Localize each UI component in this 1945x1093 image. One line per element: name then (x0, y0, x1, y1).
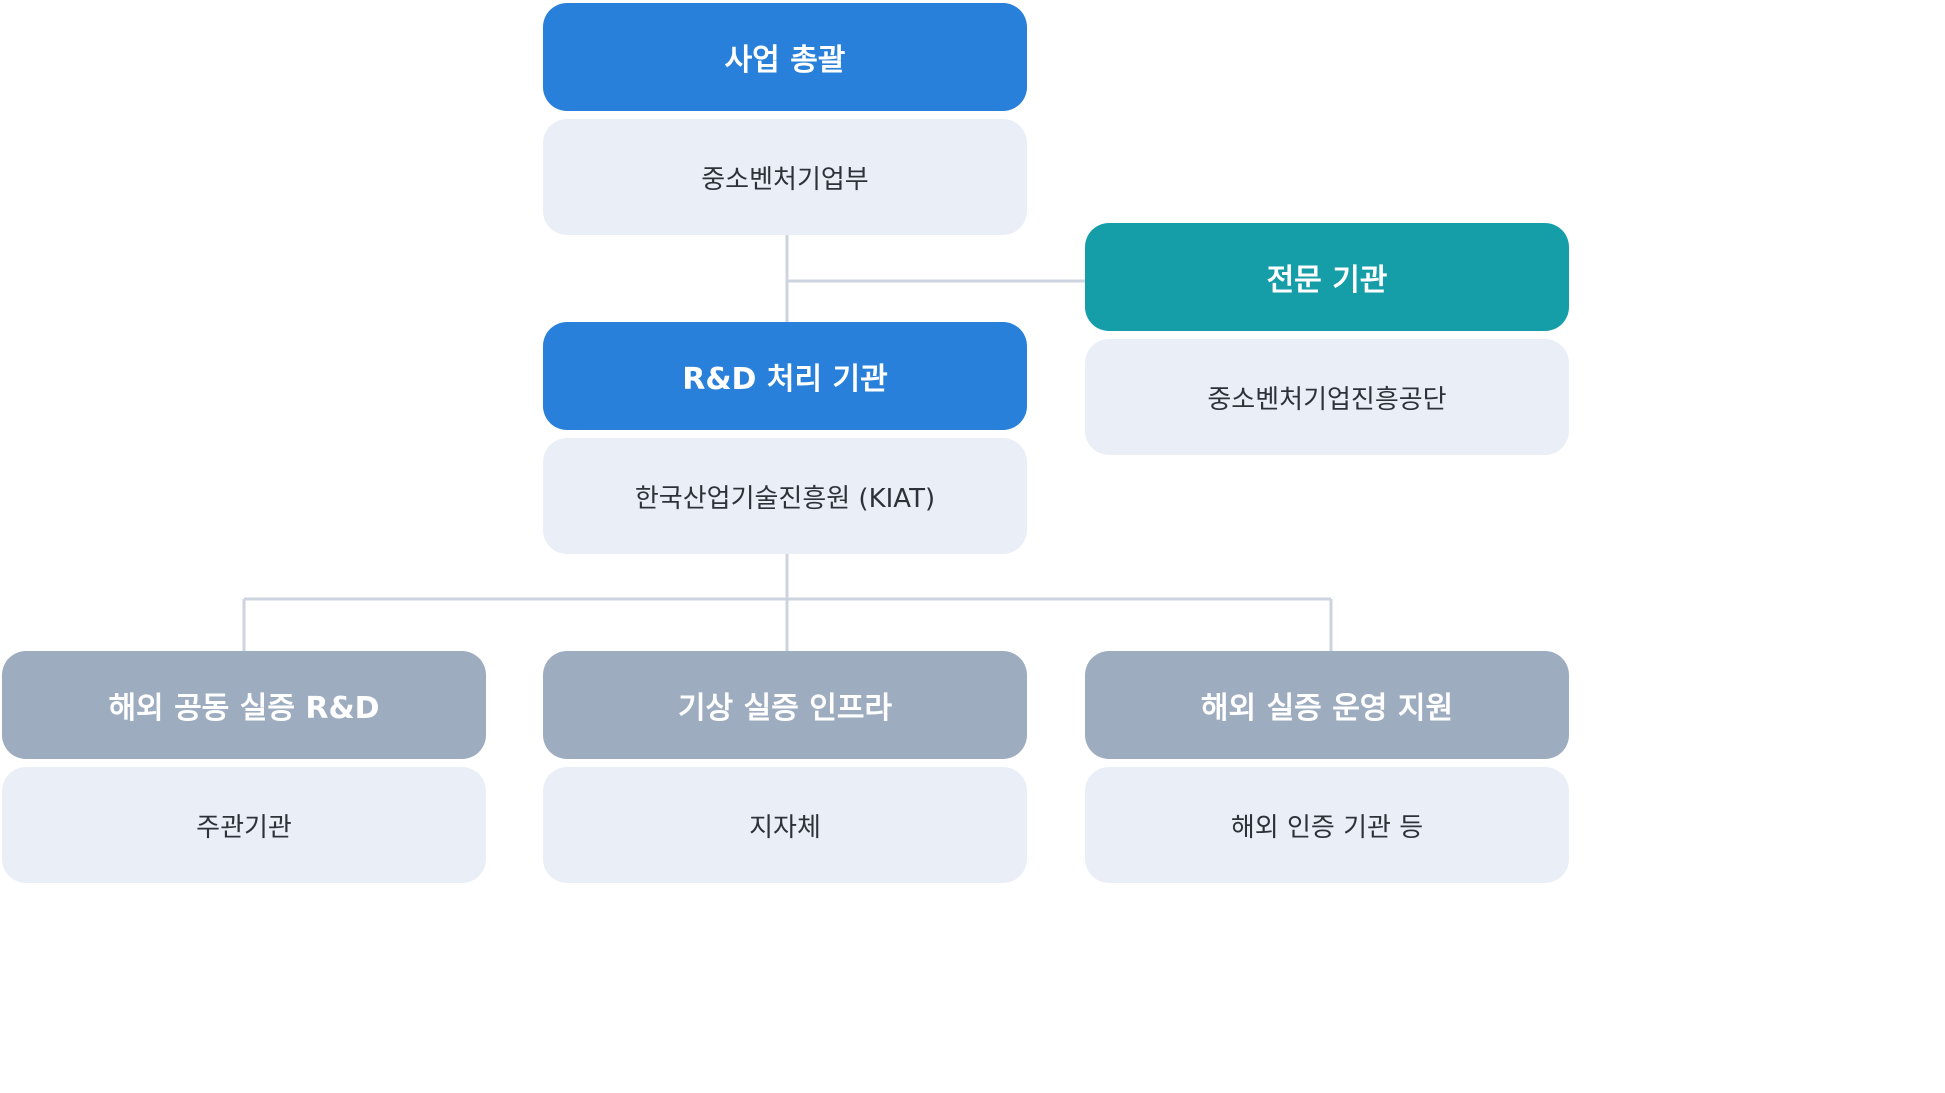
node-rd-agency-org: 한국산업기술진흥원 (KIAT) (543, 438, 1027, 554)
node-rd-agency-title: R&D 처리 기관 (543, 322, 1027, 430)
node-branch-overseas-rd: 해외 공동 실증 R&D 주관기관 (2, 651, 486, 883)
branch-org: 지자체 (543, 767, 1027, 883)
connector-lines (242, 233, 1333, 651)
node-specialist-agency-title: 전문 기관 (1085, 223, 1569, 331)
node-rd-agency: R&D 처리 기관 한국산업기술진흥원 (KIAT) (543, 322, 1027, 554)
branch-title: 해외 공동 실증 R&D (2, 651, 486, 759)
node-specialist-agency-org: 중소벤처기업진흥공단 (1085, 339, 1569, 455)
node-business-management-title: 사업 총괄 (543, 3, 1027, 111)
node-branch-operation-support: 해외 실증 운영 지원 해외 인증 기관 등 (1085, 651, 1569, 883)
branch-title: 기상 실증 인프라 (543, 651, 1027, 759)
node-branch-weather-infra: 기상 실증 인프라 지자체 (543, 651, 1027, 883)
branch-title: 해외 실증 운영 지원 (1085, 651, 1569, 759)
node-business-management-org: 중소벤처기업부 (543, 119, 1027, 235)
branch-org: 해외 인증 기관 등 (1085, 767, 1569, 883)
node-business-management: 사업 총괄 중소벤처기업부 (543, 3, 1027, 235)
branch-org: 주관기관 (2, 767, 486, 883)
node-specialist-agency: 전문 기관 중소벤처기업진흥공단 (1085, 223, 1569, 455)
org-chart: 사업 총괄 중소벤처기업부 전문 기관 중소벤처기업진흥공단 R&D 처리 기관… (2, 3, 1569, 883)
